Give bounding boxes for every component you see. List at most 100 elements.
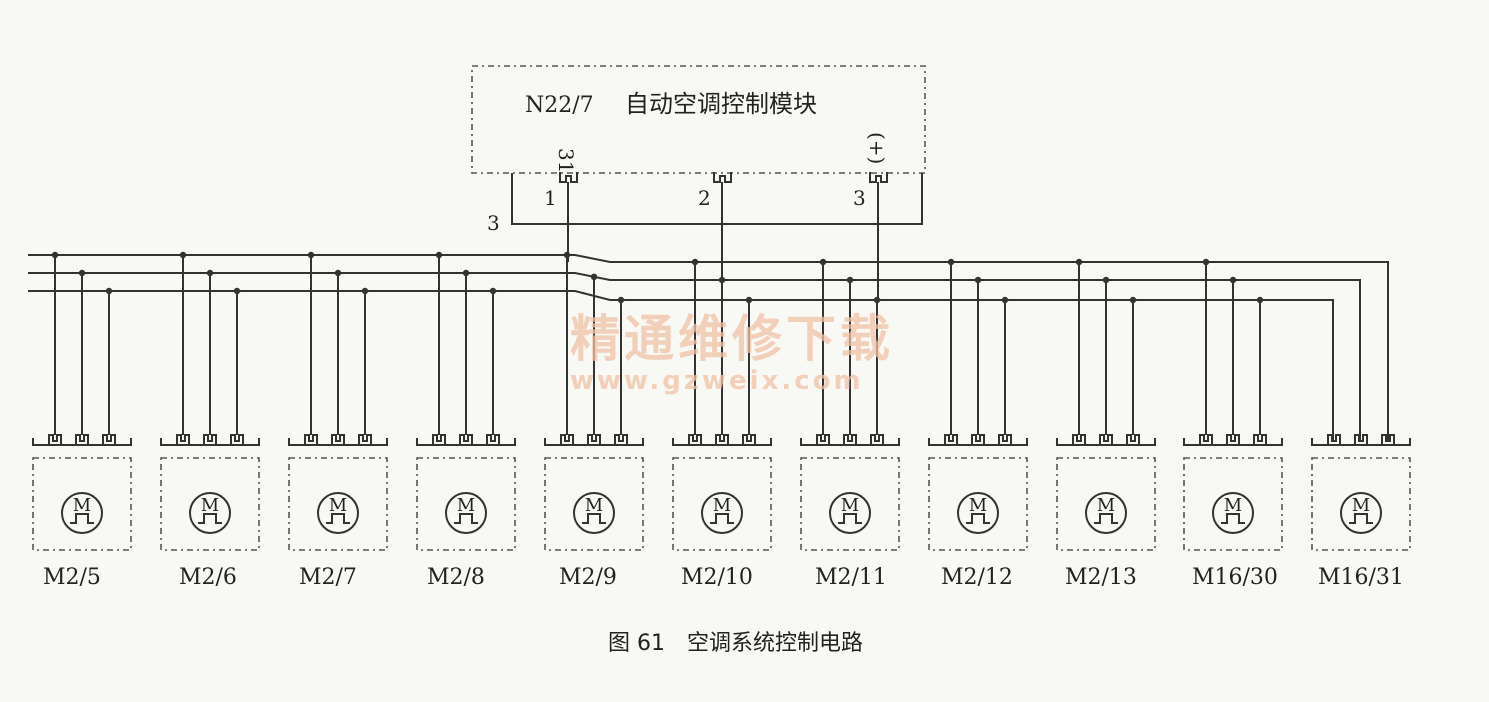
motor-label: M2/10 xyxy=(681,565,753,590)
motor-unit: M M2/9 xyxy=(544,434,644,590)
junction-dot xyxy=(1202,258,1210,266)
motor-pin xyxy=(230,434,244,445)
motor-pin xyxy=(870,434,884,445)
module-id: N22/7 xyxy=(525,93,594,118)
motor-pin xyxy=(971,434,985,445)
motor-box xyxy=(672,457,772,551)
motor-label: M2/8 xyxy=(427,565,485,590)
motor-pin xyxy=(998,434,1012,445)
motor-connector-bar xyxy=(160,438,260,446)
junction-dot xyxy=(590,273,598,280)
motor-connector-bar xyxy=(800,438,900,446)
junction-dot xyxy=(105,287,113,295)
watermark-url: www.gzweix.com xyxy=(570,366,864,396)
motor-connector-bar xyxy=(416,438,516,446)
motor-unit: MM2/7 xyxy=(288,434,388,590)
junction-dot xyxy=(1075,258,1083,266)
motor-symbol: M xyxy=(841,495,859,516)
motor-pin xyxy=(75,434,89,445)
motor-circle xyxy=(573,492,615,534)
pin-label-1: 1 xyxy=(544,186,557,210)
pulse-symbol xyxy=(198,513,222,524)
motor-label: M16/30 xyxy=(1192,565,1278,590)
motor-connector-bar xyxy=(1183,438,1283,446)
motor-symbol: M xyxy=(713,495,731,516)
junction-dot xyxy=(873,296,881,304)
junction-dot xyxy=(819,258,827,266)
motor-box xyxy=(800,457,900,551)
ground-wire: 3 xyxy=(487,173,923,235)
junction-dot xyxy=(307,251,315,259)
motor-symbol: M xyxy=(585,495,603,516)
motor-box xyxy=(32,457,132,551)
motor-circle xyxy=(61,492,103,534)
motor-pin xyxy=(486,434,500,445)
pulse-symbol xyxy=(710,513,734,524)
module-name: 自动空调控制模块 xyxy=(625,90,817,118)
motor-unit: M M2/8 xyxy=(416,434,516,590)
junction-dot xyxy=(206,269,214,277)
motor-circle xyxy=(1212,492,1254,534)
motor-symbol: M xyxy=(1224,495,1242,516)
motor-box xyxy=(1311,457,1411,551)
motor-connector-bar xyxy=(544,438,644,446)
junction-dot xyxy=(563,251,571,259)
junction-dot xyxy=(1102,276,1110,284)
motor-pin xyxy=(742,434,756,445)
motor-pin xyxy=(331,434,345,445)
junction-dot xyxy=(617,296,625,304)
pulse-symbol xyxy=(454,513,478,524)
motor-symbol: M xyxy=(457,495,475,516)
pin-label-2: 2 xyxy=(698,186,711,210)
junction-dot xyxy=(1256,296,1264,304)
pulse-symbol xyxy=(1349,513,1373,524)
motor-pin xyxy=(1126,434,1140,445)
motor-pin xyxy=(715,434,729,445)
ground-wire-label: 3 xyxy=(487,211,500,235)
motor-pin xyxy=(1072,434,1086,445)
motor-circle xyxy=(957,492,999,534)
motor-pin xyxy=(176,434,190,445)
junction-dot xyxy=(78,269,86,277)
junction-dot xyxy=(691,258,699,266)
motor-box xyxy=(416,457,516,551)
motor-circle xyxy=(189,492,231,534)
motor-pin xyxy=(102,434,116,445)
motor-label: M2/9 xyxy=(559,565,617,590)
motor-label: M2/5 xyxy=(43,565,101,590)
motor-unit: MM2/6 xyxy=(160,434,260,590)
motor-symbol: M xyxy=(201,495,219,516)
junction-dot xyxy=(1001,296,1009,304)
motor-unit: MM2/11 xyxy=(800,434,900,590)
motor-pin xyxy=(1253,434,1267,445)
motor-unit: MM2/13 xyxy=(1056,434,1156,590)
motor-connector-bar xyxy=(32,438,132,446)
junction-dot xyxy=(745,296,753,304)
motor-pin xyxy=(587,434,601,445)
motor-box xyxy=(1183,457,1283,551)
motor-box xyxy=(160,457,260,551)
motor-label: M2/13 xyxy=(1065,565,1137,590)
motor-circle xyxy=(829,492,871,534)
junction-dot xyxy=(718,276,726,284)
pulse-symbol xyxy=(582,513,606,524)
module-pin-2 xyxy=(713,172,732,183)
motor-pin xyxy=(843,434,857,445)
junction-dot xyxy=(846,276,854,284)
pin-label-3: 3 xyxy=(853,186,866,210)
bus-line-b xyxy=(28,272,1361,440)
motor-pin xyxy=(560,434,574,445)
module-box xyxy=(471,65,926,174)
motor-pin xyxy=(1226,434,1240,445)
junction-dot xyxy=(489,287,497,295)
motor-pin xyxy=(358,434,372,445)
motor-symbol: M xyxy=(1352,495,1370,516)
motor-label: M2/7 xyxy=(299,565,357,590)
pulse-symbol xyxy=(838,513,862,524)
junction-dot xyxy=(974,276,982,284)
motor-pin xyxy=(304,434,318,445)
motor-connector-bar xyxy=(1056,438,1156,446)
bus-lines xyxy=(28,182,1389,440)
pulse-symbol xyxy=(1221,513,1245,524)
